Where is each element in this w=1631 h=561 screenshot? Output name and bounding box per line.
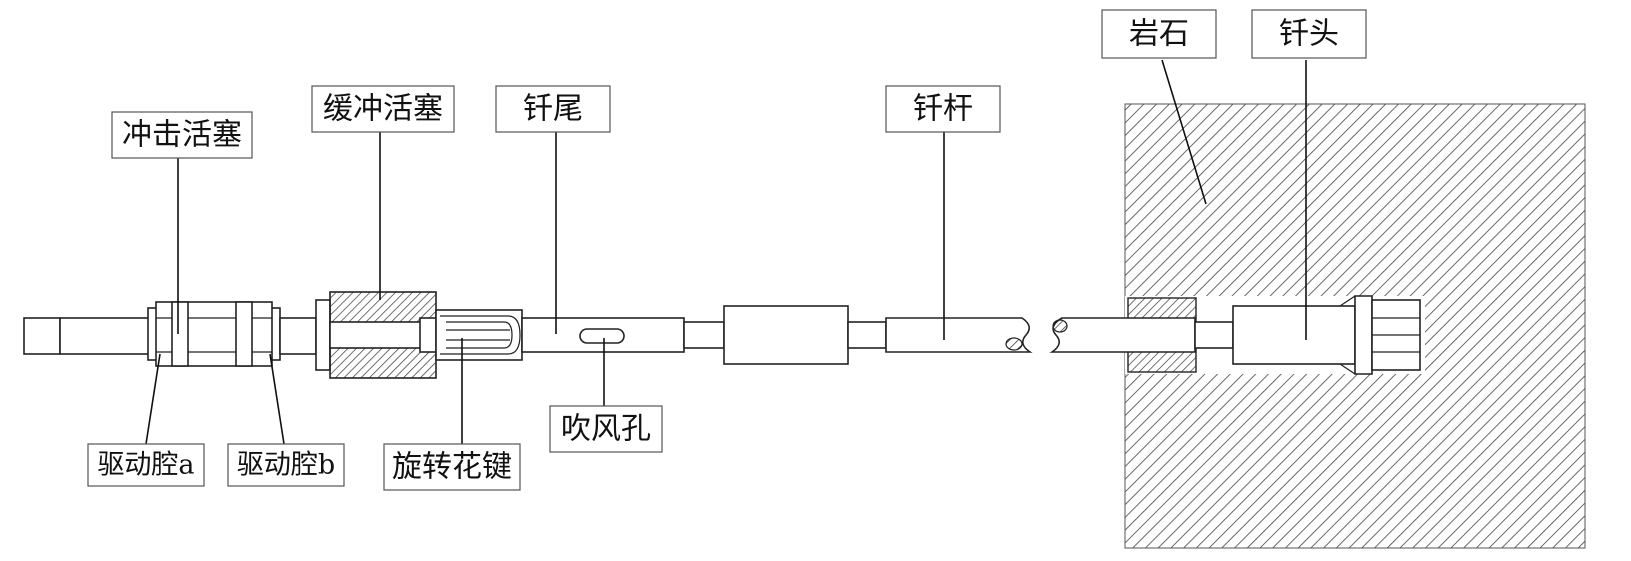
shank xyxy=(521,317,725,353)
label-blow-hole: 吹风孔 xyxy=(549,405,663,453)
svg-text:钎尾: 钎尾 xyxy=(523,92,583,127)
svg-text:钎头: 钎头 xyxy=(1279,17,1339,52)
leader-lines xyxy=(145,59,1307,445)
label-rod: 钎杆 xyxy=(885,85,1001,133)
rotary-spline xyxy=(435,309,523,361)
buffer-piston-assembly xyxy=(315,291,437,379)
svg-text:旋转花键: 旋转花键 xyxy=(392,450,512,485)
svg-text:吹风孔: 吹风孔 xyxy=(561,412,651,447)
svg-text:驱动腔a: 驱动腔a xyxy=(97,450,194,481)
label-rotary-spline: 旋转花键 xyxy=(383,443,521,491)
svg-text:岩石: 岩石 xyxy=(1129,17,1189,52)
label-shank: 钎尾 xyxy=(495,85,611,133)
label-drive-chamber-b: 驱动腔b xyxy=(227,443,345,487)
coupling-sleeve xyxy=(723,305,887,365)
svg-text:缓冲活塞: 缓冲活塞 xyxy=(323,92,443,127)
svg-text:钎杆: 钎杆 xyxy=(913,92,973,127)
svg-text:驱动腔b: 驱动腔b xyxy=(237,450,335,481)
svg-text:冲击活塞: 冲击活塞 xyxy=(122,118,242,153)
label-drive-chamber-a: 驱动腔a xyxy=(87,443,205,487)
label-bit: 钎头 xyxy=(1251,9,1367,59)
label-rock: 岩石 xyxy=(1101,9,1217,59)
label-impact-piston: 冲击活塞 xyxy=(111,111,253,159)
drill-rod xyxy=(885,317,1234,353)
drill-bit xyxy=(1232,295,1421,375)
label-buffer-piston: 缓冲活塞 xyxy=(311,85,455,133)
impact-piston-assembly xyxy=(23,301,317,367)
